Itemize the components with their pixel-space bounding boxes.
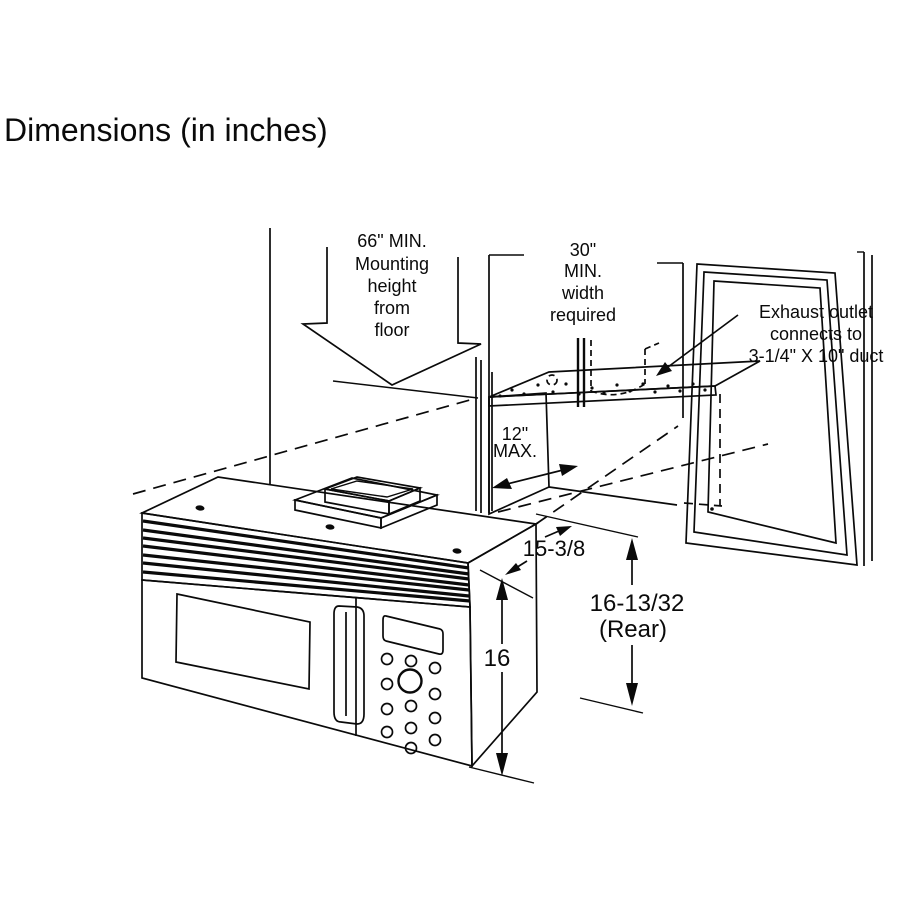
- rear-top-extension-line: [535, 513, 639, 538]
- label-exhaust-2: connects to: [770, 324, 862, 344]
- label-min-width-1: 30": [570, 240, 596, 260]
- display-screen: [382, 614, 444, 656]
- label-min-width-2: MIN.: [564, 261, 602, 281]
- depth-dimension-top: 15-3/8: [505, 513, 639, 575]
- label-exhaust-3: 3-1/4" X 10" duct: [749, 346, 884, 366]
- label-depth-max-1: 12": [502, 424, 528, 444]
- hidden-duct-dashed: [683, 394, 723, 511]
- height-dimension-rear: 16-13/32 (Rear): [579, 538, 685, 714]
- label-front-height: 16: [484, 645, 511, 672]
- big-down-arrow-outline: [300, 247, 482, 386]
- exhaust-duct: [576, 338, 660, 407]
- rear-bottom-extension-line: [579, 697, 644, 714]
- depth-max-panel: 12" MAX.: [488, 392, 678, 516]
- leader-arrowhead: [656, 362, 672, 376]
- door-handle: [333, 605, 365, 725]
- label-mounting-height-1: 66" MIN.: [357, 231, 426, 251]
- depth-max-arrow: [492, 464, 578, 489]
- label-exhaust-1: Exhaust outlet: [759, 302, 873, 322]
- label-mounting-height-4: from: [374, 298, 410, 318]
- label-min-width-3: width: [561, 283, 604, 303]
- front-bottom-extension-line: [468, 766, 535, 784]
- label-depth-max-2: MAX.: [493, 441, 537, 461]
- right-wall-edge: [857, 251, 873, 566]
- exhaust-adapter: [292, 476, 440, 530]
- counter-edge-line: [548, 486, 678, 506]
- label-rear-height-note: (Rear): [599, 616, 667, 643]
- label-mounting-height-3: height: [367, 276, 416, 296]
- right-cabinet-door: [683, 251, 873, 566]
- duct-opening-dashed-circle: [546, 374, 558, 386]
- height-dimension-front: 16: [468, 569, 535, 784]
- control-knob: [397, 668, 423, 694]
- mounting-height-callout: 66" MIN. Mounting height from floor: [300, 231, 482, 399]
- min-width-dimension: 30" MIN. width required: [488, 240, 684, 513]
- louver-lines: [142, 519, 471, 603]
- control-panel: [380, 614, 444, 755]
- label-min-width-4: required: [550, 305, 616, 325]
- front-top-extension-line: [479, 569, 534, 599]
- label-mounting-height-2: Mounting: [355, 254, 429, 274]
- microwave-front-face: [141, 579, 473, 768]
- height-reference-line: [332, 380, 479, 399]
- control-buttons: [380, 652, 442, 755]
- exhaust-outlet-callout: Exhaust outlet connects to 3-1/4" X 10" …: [656, 302, 883, 376]
- callout-leader-line: [667, 314, 739, 368]
- page-title: Dimensions (in inches): [4, 112, 328, 148]
- label-rear-height: 16-13/32: [590, 590, 685, 617]
- microwave: [139, 476, 539, 769]
- door-window: [175, 592, 311, 691]
- projection-dashed-lines: [132, 397, 769, 525]
- top-screw-holes: [195, 505, 462, 554]
- label-top-depth: 15-3/8: [523, 536, 585, 561]
- wall-corner-lines: [475, 357, 482, 513]
- label-mounting-height-5: floor: [374, 320, 409, 340]
